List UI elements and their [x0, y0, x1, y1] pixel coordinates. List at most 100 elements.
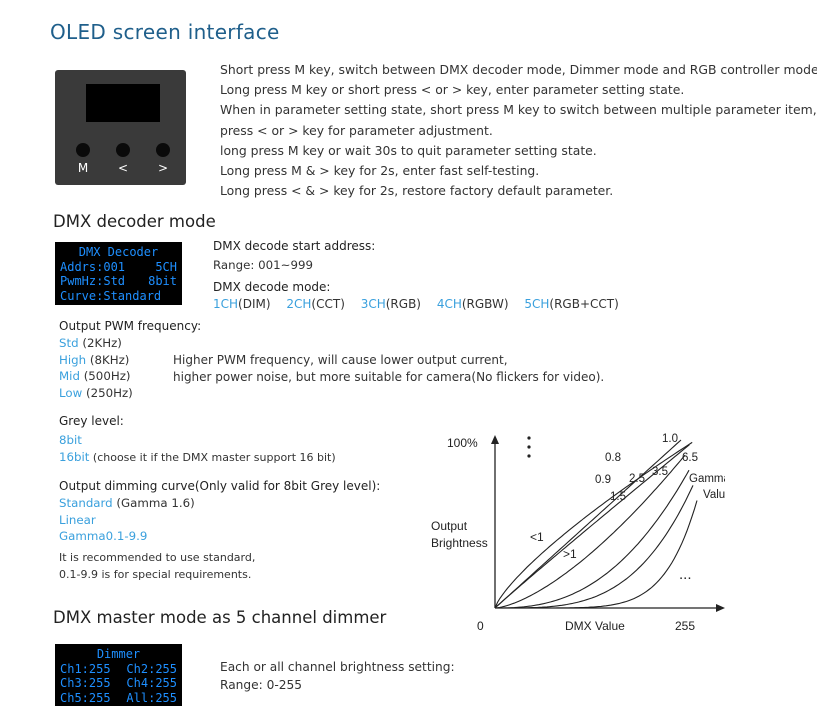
y-axis-label-line1: Output [431, 519, 468, 533]
y-axis-top-label: 100% [447, 436, 478, 450]
gamma-curve-label-1.5: 1.5 [610, 491, 626, 503]
gamma-curve-label-0.9: 0.9 [595, 474, 611, 486]
oled-cell: 5CH [155, 259, 177, 274]
dmx-decoder-oled-display: DMX Decoder Addrs:001 5CH PwmHz:Std 8bit C… [55, 242, 182, 305]
controller-device: M < > [55, 70, 186, 185]
oled-row: Curve:Standard [60, 289, 177, 304]
gamma-curve-1.5 [494, 454, 686, 609]
key-instructions: Short press M key, switch between DMX de… [220, 60, 817, 201]
instruction-line: Long press < & > key for 2s, restore fac… [220, 183, 614, 199]
x-axis-arrow-icon [716, 604, 725, 612]
decode-mode-5ch: 5CH(RGB+CCT) [524, 297, 619, 311]
oled-cell: All:255 [126, 690, 177, 705]
gamma-curve-1.0 [494, 439, 682, 609]
grey-option-8bit: 8bit [59, 433, 82, 447]
more-curves-marker: ... [679, 566, 692, 583]
pwm-frequency-label: Output PWM frequency: [59, 319, 202, 333]
oled-cell: Ch1:255 [60, 661, 111, 676]
gamma-curve-chart: 0.80.91.01.52.53.56.5 100% Output Bright… [431, 433, 725, 633]
oled-cell: Ch3:255 [60, 676, 111, 690]
decode-mode-1ch: 1CH(DIM) [213, 297, 271, 311]
gamma-curve-3.5 [495, 485, 694, 609]
pwm-options: Std (2KHz) High (8KHz) Mid (500Hz) Low (… [59, 335, 133, 401]
dimmer-note-line: Each or all channel brightness setting: [220, 660, 455, 674]
oled-cell: Addrs:001 [60, 259, 126, 274]
decode-mode-label: DMX decode mode: [213, 280, 331, 294]
dimmer-mode-heading: DMX master mode as 5 channel dimmer [53, 608, 387, 627]
pwm-option-mid: Mid (500Hz) [59, 369, 131, 384]
decode-mode-3ch: 3CH(RGB) [360, 297, 421, 311]
dimming-curve-note: It is recommended to use standard, 0.1-9… [59, 550, 255, 583]
region-below-label: <1 [530, 530, 544, 544]
curve-note-line: 0.1-9.9 is for special requirements. [59, 567, 252, 581]
grey-level-label: Grey level: [59, 414, 124, 428]
x-axis-end-label: 255 [675, 619, 695, 633]
oled-row: PwmHz:Std 8bit [60, 274, 177, 289]
pwm-option-low: Low (250Hz) [59, 385, 133, 400]
curve-option-standard: Standard (Gamma 1.6) [59, 496, 195, 510]
legend-label-line2: Value [703, 489, 725, 501]
dimming-curve-options: Standard (Gamma 1.6) Linear Gamma0.1-9.9 [59, 495, 195, 545]
gamma-curve-label-0.8: 0.8 [605, 452, 621, 464]
curve-note-line: It is recommended to use standard, [59, 551, 256, 564]
dimmer-note-line: Range: 0-255 [220, 678, 303, 692]
pwm-note-line: higher power noise, but more suitable fo… [173, 369, 605, 384]
start-address-range: Range: 001~999 [213, 258, 314, 272]
curve-option-gamma: Gamma0.1-9.9 [59, 529, 148, 544]
oled-title: Dimmer [96, 647, 141, 661]
pwm-note: Higher PWM frequency, will cause lower o… [173, 352, 604, 385]
x-axis-label: DMX Value [565, 619, 625, 633]
grey-option-16bit: 16bit (choose it if the DMX master suppo… [59, 449, 336, 464]
oled-row: Ch1:255 Ch2:255 [60, 662, 177, 677]
oled-row: Ch5:255 All:255 [60, 691, 177, 706]
decode-mode-4ch: 4CH(RGBW) [436, 297, 509, 311]
instruction-line: Long press M key or short press < or > k… [220, 82, 685, 98]
region-above-label: >1 [563, 547, 577, 561]
oled-cell: Curve:Standard [60, 288, 162, 303]
oled-cell: Ch2:255 [126, 661, 177, 676]
curve-option-linear: Linear [59, 512, 96, 527]
pwm-option-high: High (8KHz) [59, 352, 130, 367]
gamma-curve-label-6.5: 6.5 [682, 452, 698, 464]
x-axis-start-label: 0 [477, 619, 484, 633]
chart-labels-group: 0.80.91.01.52.53.56.5 [595, 433, 698, 503]
gamma-curve-0.9 [494, 441, 693, 609]
left-key-button[interactable] [116, 143, 130, 157]
dimmer-note: Each or all channel brightness setting: … [220, 658, 455, 694]
grey-level-options: 8bit 16bit (choose it if the DMX master … [59, 432, 336, 466]
oled-cell: PwmHz:Std [60, 274, 126, 288]
m-key-label: M [77, 161, 89, 175]
instruction-line: Long press M & > key for 2s, enter fast … [220, 163, 540, 179]
oled-row: Addrs:001 5CH [60, 260, 177, 275]
right-key-label: > [157, 161, 169, 175]
dmx-decoder-heading: DMX decoder mode [53, 212, 216, 231]
page-title: OLED screen interface [50, 20, 280, 44]
gamma-curve-label-1.0: 1.0 [662, 433, 678, 445]
instruction-line: Short press M key, switch between DMX de… [220, 62, 817, 77]
legend-label-line1: Gamma [689, 473, 725, 485]
start-address-label: DMX decode start address: [213, 239, 376, 253]
y-axis-arrow-icon [491, 435, 499, 444]
pwm-option-std: Std (2KHz) [59, 336, 122, 350]
decode-mode-list: 1CH(DIM) 2CH(CCT) 3CH(RGB) 4CH(RGBW) 5CH… [213, 296, 631, 313]
oled-screen [86, 84, 160, 122]
gamma-curve-2.5 [495, 469, 690, 609]
oled-cell: 8bit [148, 274, 177, 288]
y-axis-label-line2: Brightness [431, 536, 488, 550]
right-key-button[interactable] [156, 143, 170, 157]
decode-mode-2ch: 2CH(CCT) [286, 297, 345, 311]
gamma-curve-0.8 [494, 444, 690, 609]
m-key-button[interactable] [76, 143, 90, 157]
oled-title: DMX Decoder [78, 245, 159, 259]
instruction-line: long press M key or wait 30s to quit par… [220, 142, 597, 158]
dimming-curve-label: Output dimming curve(Only valid for 8bit… [59, 479, 381, 493]
oled-cell: Ch5:255 [60, 690, 111, 705]
instruction-line: When in parameter setting state, short p… [220, 102, 817, 118]
pwm-note-line: Higher PWM frequency, will cause lower o… [173, 353, 508, 367]
gamma-curve-label-2.5: 2.5 [629, 473, 645, 485]
left-key-label: < [117, 161, 129, 175]
more-curves-vertical-dots-icon [527, 436, 531, 458]
instruction-line: press < or > key for parameter adjustmen… [220, 122, 493, 138]
